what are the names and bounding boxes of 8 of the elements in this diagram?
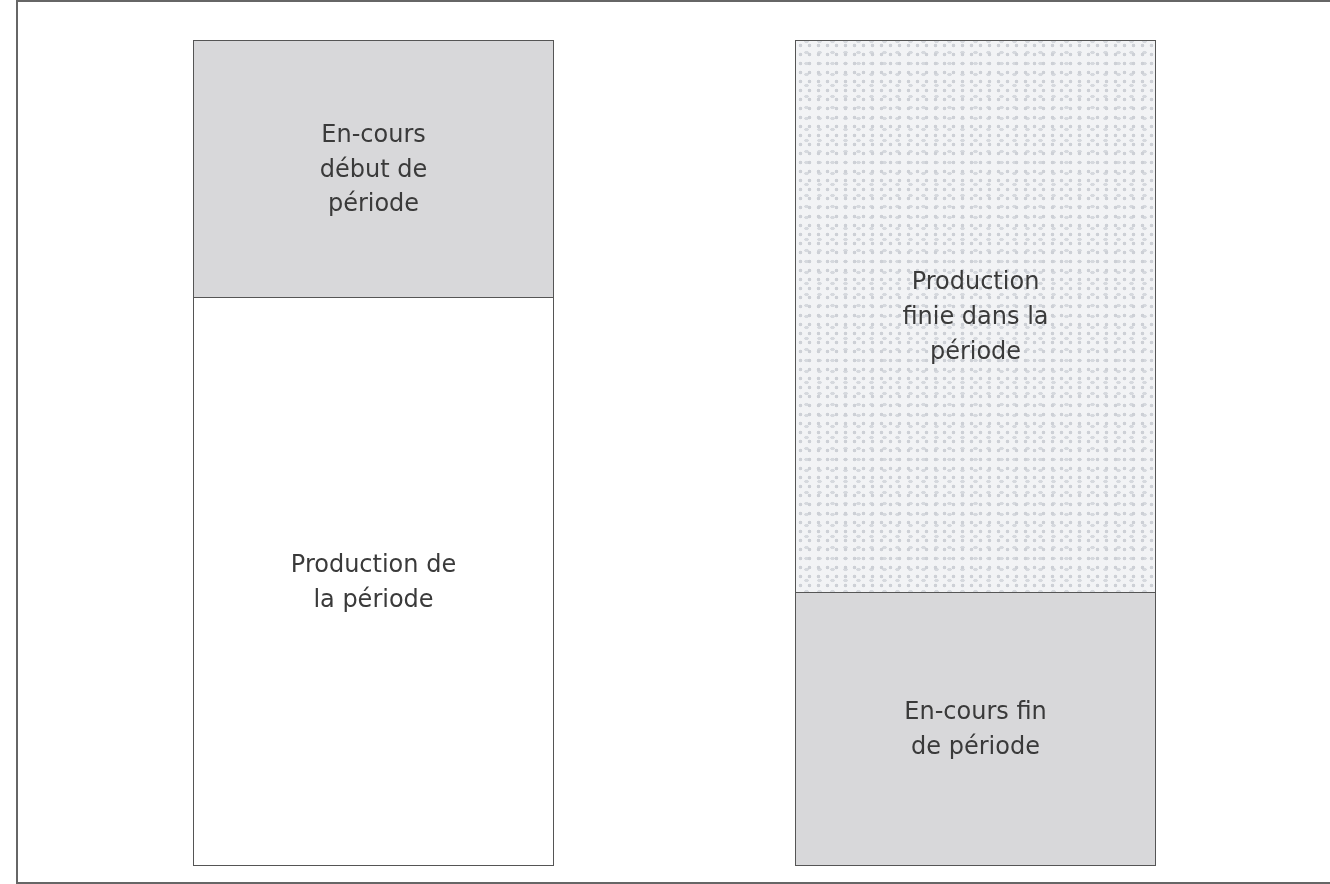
segment-label: Production finie dans la période [901, 266, 1050, 367]
bar-segment [795, 592, 1156, 866]
segment-label: Production de la période [289, 548, 458, 615]
bar-segment [193, 297, 554, 866]
bar-segment [795, 40, 1156, 593]
segment-label: En-cours début de période [318, 118, 429, 220]
segment-label: En-cours fin de période [903, 696, 1048, 762]
bar-segment [193, 40, 554, 298]
